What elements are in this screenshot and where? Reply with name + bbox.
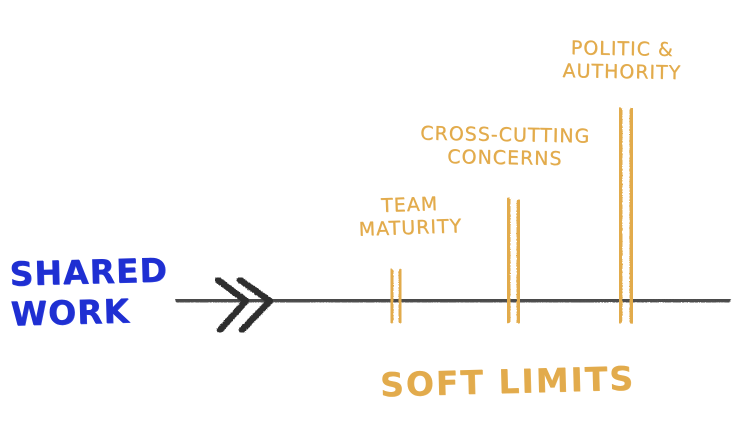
team-maturity-label: TEAM MATURITY (358, 193, 463, 241)
double-chevron-arrow-icon (214, 276, 274, 334)
cross-cutting-concerns-label: CROSS-CUTTING CONCERNS (420, 122, 591, 171)
soft-limits-caption: SOFT LIMITS (379, 358, 636, 405)
timeline-axis (175, 296, 731, 304)
limit-bar-cross-cutting (505, 197, 522, 324)
limit-bar-team-maturity (388, 268, 404, 324)
limit-bar-politic-authority (617, 107, 635, 324)
shared-work-title: SHARED WORK (8, 250, 169, 334)
politic-authority-label: POLITIC & AUTHORITY (562, 37, 682, 85)
